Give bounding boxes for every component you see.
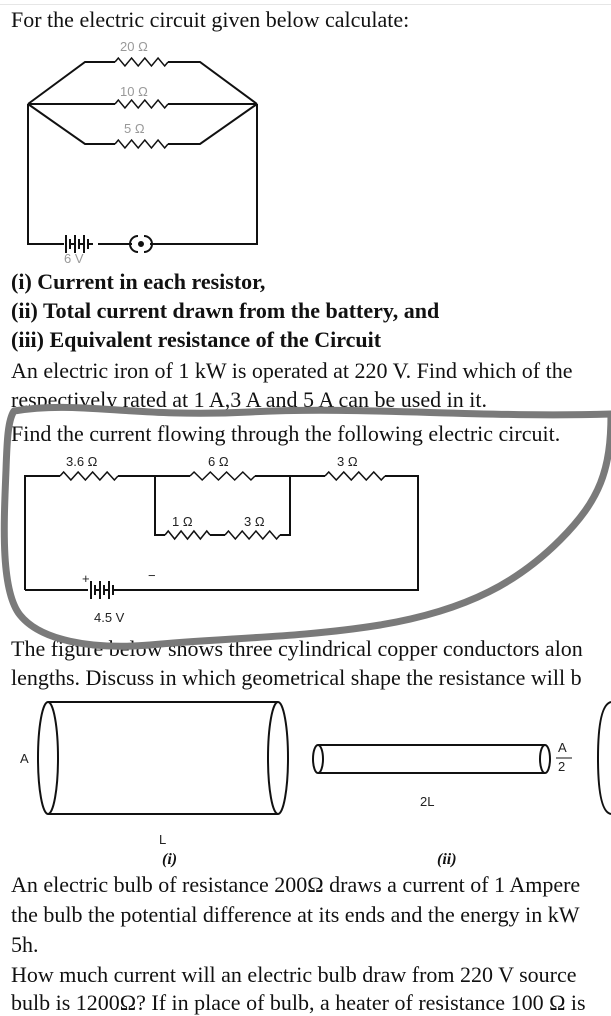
resistor-label-3b: 3 Ω — [244, 514, 265, 529]
caption-i: (i) — [162, 851, 177, 868]
q4-line1: The figure below shows three cylindrical… — [11, 636, 583, 661]
q1-part-ii: (ii) Total current drawn from the batter… — [11, 298, 440, 323]
area-label-num: A — [558, 740, 567, 755]
resistor-20 — [114, 56, 169, 68]
cylinder-i — [37, 701, 289, 815]
q5-line1: An electric bulb of resistance 200Ω draw… — [11, 872, 581, 897]
top-divider — [0, 4, 611, 5]
resistor-1 — [164, 529, 211, 541]
wire-outer — [27, 104, 258, 245]
length-label-2l: 2L — [420, 794, 434, 809]
q2-line2: respectively rated at 1 A,3 A and 5 A ca… — [11, 387, 487, 412]
battery-4-5v — [90, 581, 118, 599]
caption-ii: (ii) — [437, 851, 457, 868]
resistor-label-1: 1 Ω — [172, 514, 193, 529]
circuit-1 — [27, 56, 258, 253]
resistor-label-3a: 3 Ω — [337, 454, 358, 469]
resistor-10 — [114, 98, 169, 110]
battery-label-6v: 6 V — [64, 251, 84, 266]
plug-key-dot — [138, 241, 144, 247]
resistor-3-6 — [59, 470, 119, 482]
resistor-3b — [224, 529, 281, 541]
q3-heading: Find the current flowing through the fol… — [11, 421, 561, 446]
resistor-label-5: 5 Ω — [124, 121, 145, 136]
cylinder-iii-partial — [596, 701, 611, 815]
cylinder-ii — [312, 744, 551, 774]
q1-part-iii: (iii) Equivalent resistance of the Circu… — [11, 327, 382, 352]
battery-6v — [65, 235, 93, 253]
q4-line2: lengths. Discuss in which geometrical sh… — [11, 665, 582, 690]
q5-line2: the bulb the potential difference at its… — [11, 902, 580, 927]
q6-line1: How much current will an electric bulb d… — [11, 962, 577, 987]
resistor-label-20: 20 Ω — [120, 39, 148, 54]
q2-line1: An electric iron of 1 kW is operated at … — [11, 358, 573, 383]
plug-key — [129, 235, 153, 253]
resistor-label-6: 6 Ω — [208, 454, 229, 469]
resistor-3a — [324, 470, 386, 482]
wire-top-right — [168, 61, 258, 105]
area-label-den: 2 — [558, 759, 565, 774]
battery-label-4-5v: 4.5 V — [94, 610, 125, 625]
q6-line2: bulb is 1200Ω? If in place of bulb, a he… — [11, 990, 586, 1015]
resistor-6 — [189, 470, 256, 482]
wire-left — [24, 475, 60, 590]
resistor-label-3-6: 3.6 Ω — [66, 454, 98, 469]
length-label-l: L — [159, 832, 166, 847]
q1-part-i: (i) Current in each resistor, — [11, 269, 266, 294]
wire-bot-right — [168, 103, 258, 145]
wire-top-left — [27, 61, 115, 105]
wire-bot-left — [27, 103, 115, 145]
q1-heading: For the electric circuit given below cal… — [11, 7, 410, 32]
resistor-5 — [114, 138, 169, 150]
resistor-label-10: 10 Ω — [120, 84, 148, 99]
battery-plus: + — [82, 571, 90, 586]
battery-minus: − — [148, 568, 156, 583]
q5-line3: 5h. — [11, 932, 39, 957]
area-label-a: A — [20, 751, 29, 766]
